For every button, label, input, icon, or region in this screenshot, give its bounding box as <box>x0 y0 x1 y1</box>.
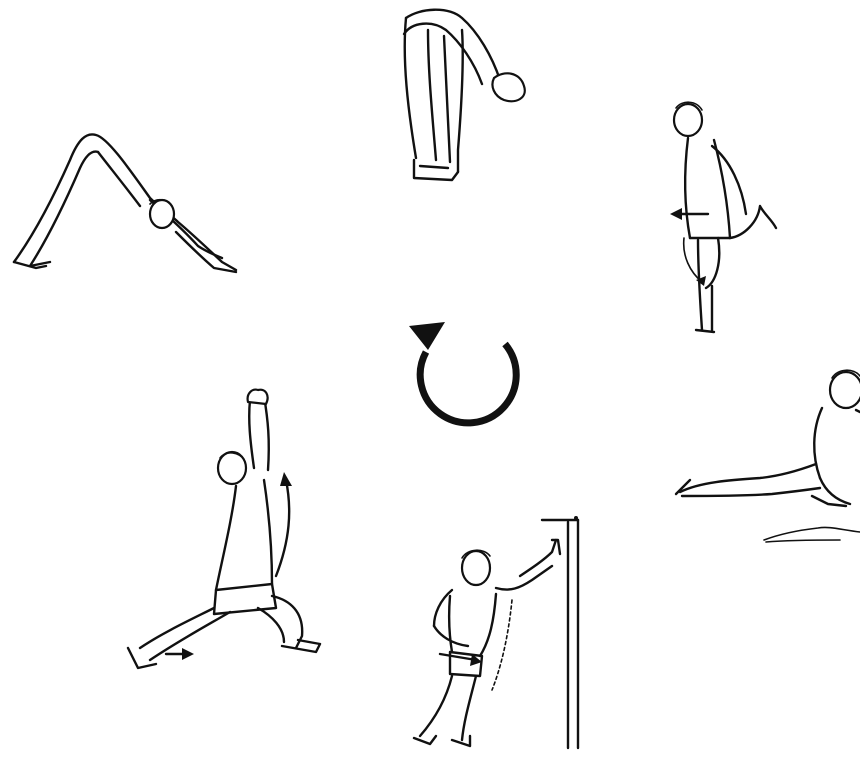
seated-hip-flexor-stretch <box>676 370 860 542</box>
clockwise-cycle-arrow-icon <box>409 322 516 423</box>
downward-dog-stretch <box>14 134 236 272</box>
standing-quad-stretch <box>670 102 776 332</box>
wall-it-band-stretch <box>414 516 578 748</box>
high-lunge-arm-reach-stretch <box>128 390 320 668</box>
standing-forward-bend-stretch <box>404 10 525 180</box>
